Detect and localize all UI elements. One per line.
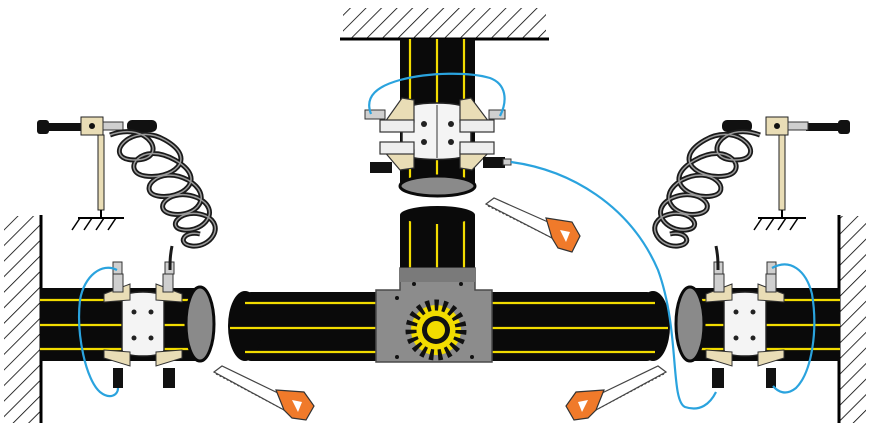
saw-lower-left	[212, 365, 315, 421]
right-hose-coil	[652, 129, 761, 271]
saw-lower-right	[565, 365, 668, 421]
heater-ring	[405, 299, 467, 361]
pipe-end-face	[674, 285, 706, 363]
left-support	[37, 116, 157, 231]
cables	[78, 72, 816, 410]
vertical-pipe-lower	[400, 206, 475, 270]
top-coupler	[364, 97, 512, 173]
saw-upper	[484, 197, 581, 253]
ceiling	[337, 0, 552, 41]
left-wall	[4, 215, 43, 423]
pipe-end-face	[184, 285, 216, 363]
pipe-end-face	[398, 174, 477, 198]
right-coupler	[705, 261, 785, 388]
right-wall	[837, 215, 866, 423]
left-hose-coil	[109, 129, 218, 271]
right-support	[722, 116, 850, 231]
